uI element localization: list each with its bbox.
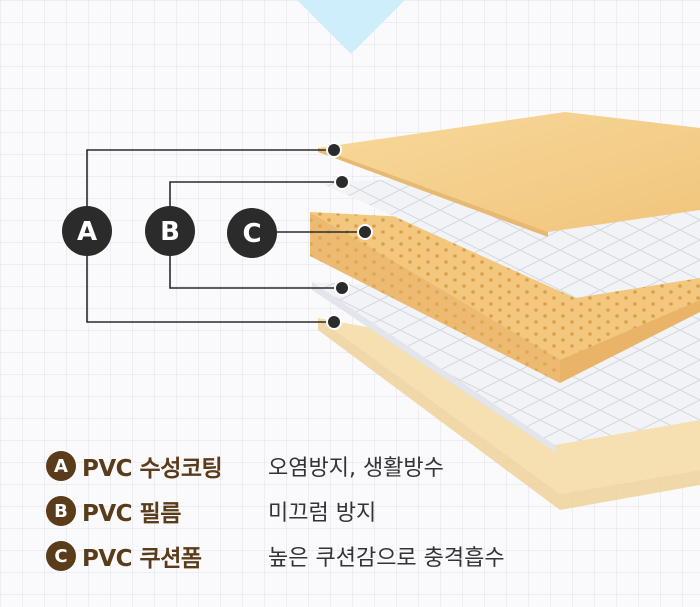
legend-name-b: PVC 필름 <box>82 501 181 527</box>
legend-row-c: C PVC 쿠션폼 높은 쿠션감으로 충격흡수 <box>46 540 666 572</box>
marker-b-letter: B <box>160 217 180 247</box>
marker-b-icon: B <box>145 206 195 256</box>
legend-badge-c-icon: C <box>46 541 76 571</box>
marker-c-icon: C <box>227 208 277 258</box>
marker-a-icon: A <box>62 206 112 256</box>
legend-row-a: A PVC 수성코팅 오염방지, 생활방수 <box>46 450 666 482</box>
legend-row-b: B PVC 필름 미끄럼 방지 <box>46 495 666 527</box>
legend-badge-a-icon: A <box>46 451 76 481</box>
dot-a-bottom <box>326 314 342 330</box>
legend-name-c: PVC 쿠션폼 <box>82 546 202 572</box>
connector-dots <box>326 142 373 330</box>
dot-a-top <box>326 142 342 158</box>
dot-b-top <box>334 174 350 190</box>
legend-desc-a: 오염방지, 생활방수 <box>268 456 444 481</box>
layer-top-coating <box>318 112 700 237</box>
dot-c <box>357 224 373 240</box>
connector-a <box>86 149 334 323</box>
legend-name-a: PVC 수성코팅 <box>82 456 223 482</box>
dot-b-bottom <box>334 280 350 296</box>
legend-badge-b-icon: B <box>46 496 76 526</box>
legend-desc-b: 미끄럼 방지 <box>268 501 377 526</box>
marker-a-letter: A <box>77 217 97 247</box>
marker-c-letter: C <box>242 219 261 249</box>
legend-desc-c: 높은 쿠션감으로 충격흡수 <box>268 546 505 571</box>
decorative-triangle <box>297 0 405 54</box>
